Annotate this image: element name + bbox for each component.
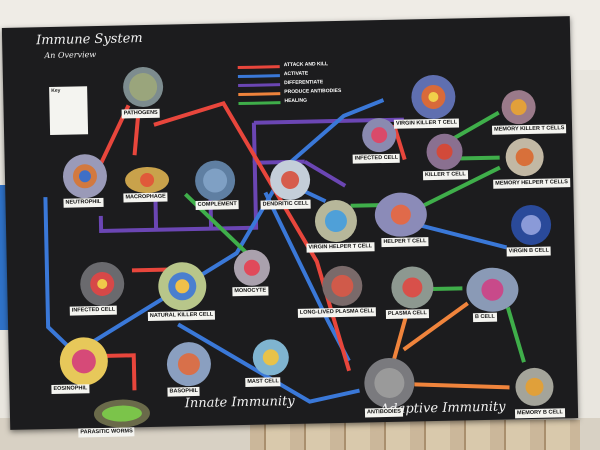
cell-label-macrophage: MACROPHAGE <box>123 192 168 203</box>
books-stack <box>250 420 580 450</box>
poster-title: Immune System <box>35 31 143 49</box>
legend-arrow <box>237 74 280 79</box>
cell-label-long-plasma: LONG-LIVED PLASMA CELL <box>297 307 377 318</box>
cell-label-eosinophil: EOSINOPHIL <box>51 384 90 395</box>
cell-label-monocyte: MONOCYTE <box>232 286 269 297</box>
cell-label-pathogens: PATHOGENS <box>121 108 160 119</box>
legend-label: ATTACK AND KILL <box>283 61 329 69</box>
cell-label-helper-t: HELPER T CELL <box>381 237 429 248</box>
cell-label-parasitic: PARASITIC WORMS <box>78 427 135 438</box>
key-heading: Key <box>51 87 61 94</box>
legend-label: DIFFERENTIATE <box>284 79 324 87</box>
cell-label-memory-helper: MEMORY HELPER T CELLS <box>493 178 571 189</box>
cell-label-complement: COMPLEMENT <box>195 200 239 210</box>
legend-label: HEALING <box>284 97 308 105</box>
cell-label-basophil: BASOPHIL <box>167 386 201 397</box>
poster-board: Immune System An Overview Key ATTACK AND… <box>1 16 579 438</box>
cell-drawings <box>59 67 554 428</box>
legend-item: HEALING <box>238 97 358 108</box>
cell-label-killer-t: KILLER T CELL <box>422 170 468 181</box>
legend-arrow <box>238 92 281 97</box>
poster-subtitle: An Overview <box>44 50 97 61</box>
legend-arrow <box>238 101 281 106</box>
legend-label: PRODUCE ANTIBODIES <box>284 87 342 96</box>
cell-label-plasma: PLASMA CELL <box>385 309 429 320</box>
legend-label: ACTIVATE <box>283 70 309 78</box>
legend-arrow <box>238 83 281 88</box>
cell-label-infected1: INFECTED CELL <box>69 305 118 316</box>
cell-label-memory-killer: MEMORY KILLER T CELLS <box>492 124 567 135</box>
cell-label-neutrophil: NEUTROPHIL <box>63 197 104 208</box>
cell-label-virgin-helper: VIRGIN HELPER T CELL <box>306 242 375 253</box>
cell-label-virgin-killer: VIRGIN KILLER T CELL <box>393 118 460 129</box>
cell-label-dendritic: DENDRITIC CELL <box>260 199 311 210</box>
cell-label-b-cell: B CELL <box>472 312 497 323</box>
cell-label-mast: MAST CELL <box>245 377 281 387</box>
cell-label-nk: NATURAL KILLER CELL <box>147 310 216 321</box>
cell-label-antibodies: ANTIBODIES <box>364 407 404 418</box>
innate-heading: Innate Immunity <box>184 393 295 412</box>
cell-label-memory-b: MEMORY B CELL <box>514 408 565 419</box>
legend-arrow <box>237 65 280 70</box>
cell-label-virgin-b: VIRGIN B CELL <box>506 246 552 257</box>
key-box: Key <box>49 86 89 136</box>
cell-label-infected2: INFECTED CELL <box>352 153 401 164</box>
